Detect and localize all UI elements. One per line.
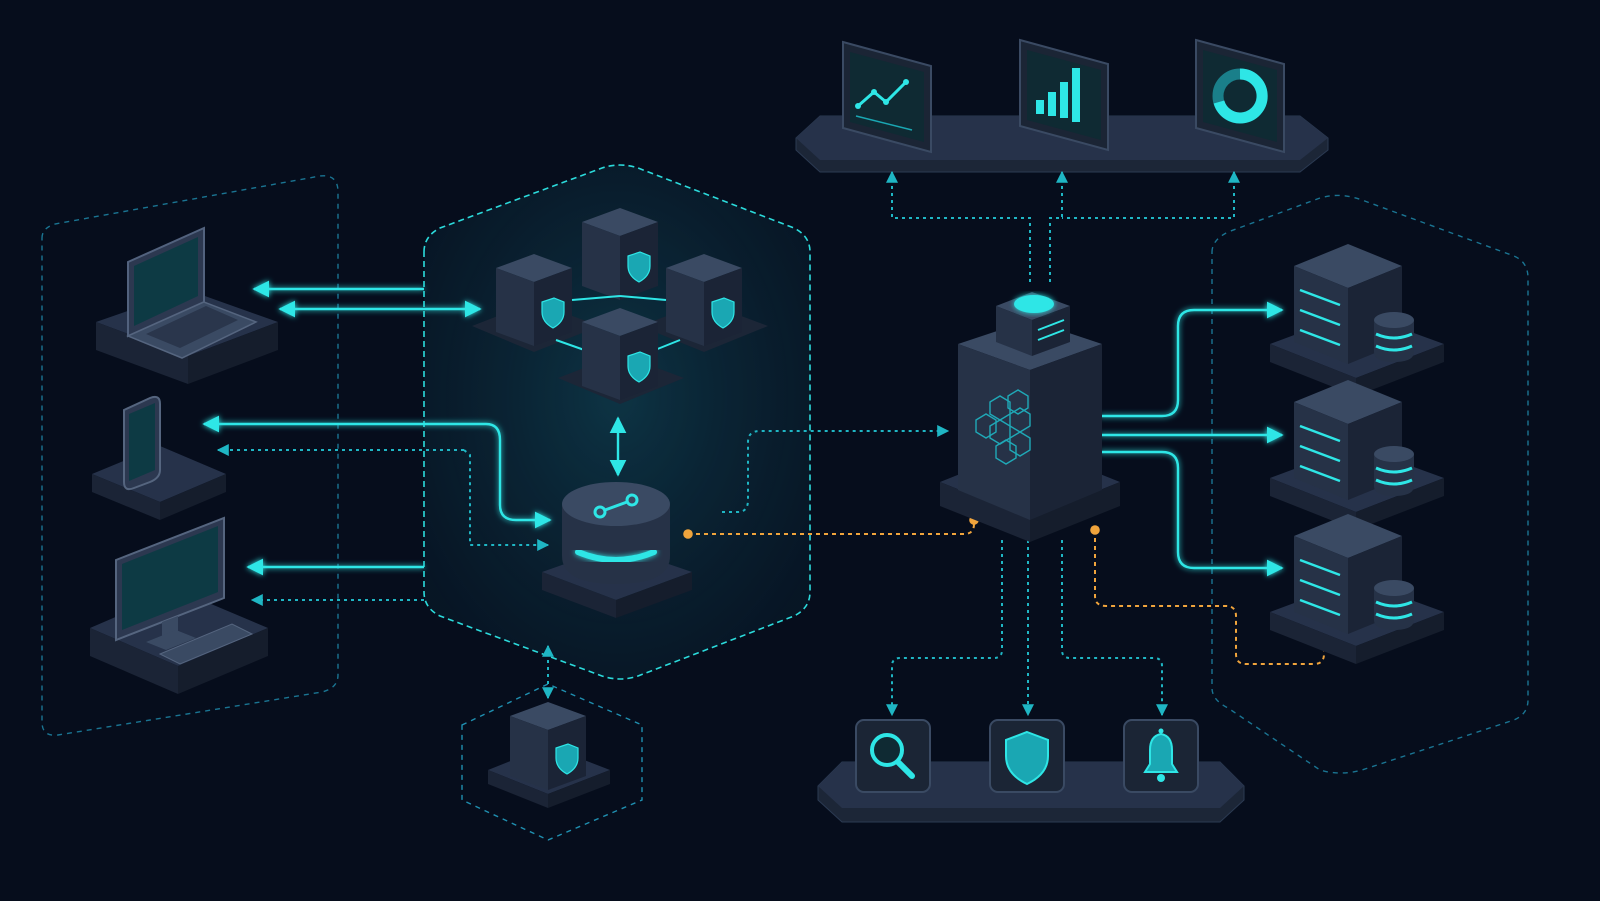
database-icon [1374, 580, 1414, 630]
shield-icon [627, 251, 651, 283]
core-storage-warning-link [1090, 525, 1329, 665]
desktop[interactable] [90, 516, 268, 694]
isolated-node-zone [461, 683, 643, 841]
smartphone-icon [123, 395, 161, 491]
secure-node-bottom[interactable] [558, 308, 684, 404]
secure-node-left[interactable] [472, 254, 600, 352]
smartphone[interactable] [92, 395, 226, 520]
gateway-core-dotted-link [722, 425, 950, 513]
client-cluster-links [202, 280, 552, 576]
shield-icon [1005, 730, 1049, 786]
laptop[interactable] [96, 226, 278, 384]
secure-node-right[interactable] [640, 254, 768, 352]
secure-node-top[interactable] [582, 208, 658, 300]
desktop-monitor-icon [115, 516, 254, 665]
donut-chart-icon [1212, 68, 1268, 124]
core-storage-links [1100, 301, 1284, 577]
laptop-icon [126, 226, 258, 359]
client-zone-boundary [41, 175, 339, 736]
gateway-router[interactable] [542, 482, 692, 618]
core-services-links [886, 540, 1168, 717]
line-chart-panel[interactable] [842, 40, 932, 154]
line-chart-icon [855, 79, 913, 131]
bar-chart-panel[interactable] [1019, 38, 1109, 152]
client-cluster-dotted-links [216, 444, 550, 606]
database-icon [1374, 312, 1414, 362]
search-icon [870, 733, 915, 779]
security-service[interactable] [989, 719, 1065, 793]
bar-chart-icon [1036, 68, 1080, 122]
storage-server-3[interactable] [1270, 514, 1444, 664]
shield-icon [555, 743, 579, 775]
shield-icon [627, 351, 651, 383]
shield-icon [541, 297, 565, 329]
search-service[interactable] [855, 719, 931, 793]
storage-server-2[interactable] [1270, 380, 1444, 530]
database-icon [1374, 446, 1414, 496]
alert-service[interactable] [1123, 719, 1199, 793]
analytics-links [886, 170, 1240, 284]
hexagon-network-icon [975, 389, 1031, 465]
core-status-light [1014, 295, 1054, 313]
bell-icon [1143, 728, 1179, 782]
donut-chart-panel[interactable] [1195, 38, 1285, 154]
shield-icon [711, 297, 735, 329]
isolated-secure-node[interactable] [488, 702, 610, 808]
storage-server-1[interactable] [1270, 244, 1444, 396]
core-processing-server[interactable] [940, 292, 1120, 542]
link-icon [593, 493, 639, 519]
